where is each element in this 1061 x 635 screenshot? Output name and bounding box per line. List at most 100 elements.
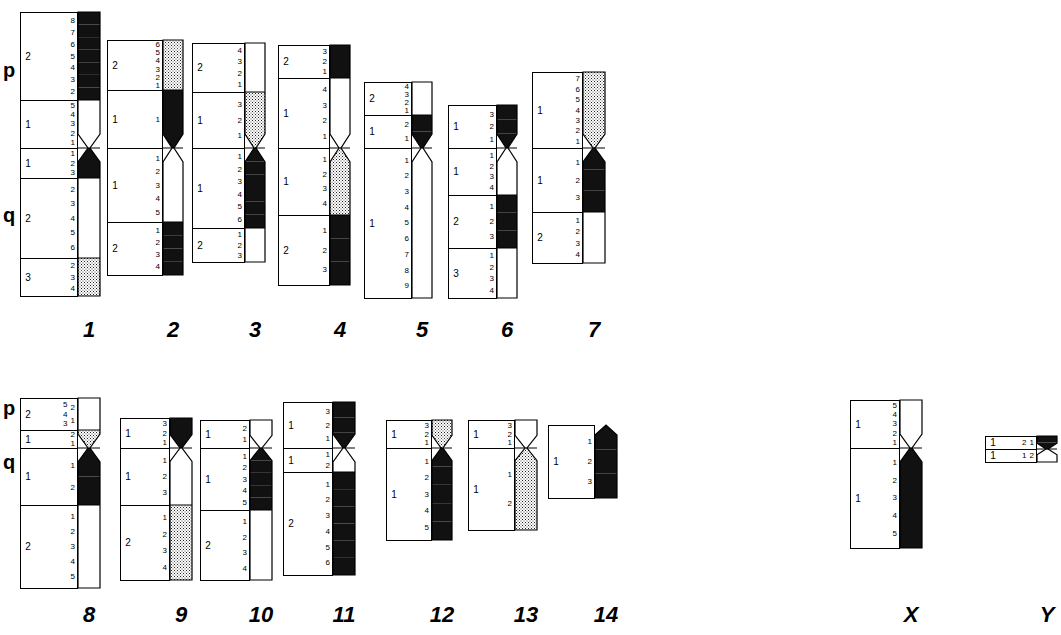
- chromosome-band: [250, 545, 272, 563]
- chromosome-band: [170, 505, 192, 524]
- chromosome-band: [583, 94, 605, 105]
- band-number: 2: [326, 422, 330, 430]
- band-number: 5: [326, 544, 330, 552]
- chromosome-band: [78, 12, 100, 25]
- band-number: 3: [323, 185, 327, 193]
- band-number: 1: [238, 153, 242, 161]
- band-number: 5: [893, 530, 897, 538]
- chromosome-band: [163, 82, 183, 90]
- band-number: 3: [238, 252, 242, 260]
- region-boundary: [78, 100, 100, 101]
- region-boundary: [250, 448, 272, 449]
- band-number: 2: [326, 496, 330, 504]
- chromosome-band: [900, 528, 922, 548]
- region-boundary: [78, 430, 100, 431]
- band-number: 4: [71, 64, 75, 72]
- band-number: 1: [576, 138, 580, 146]
- region-number: 1: [108, 149, 122, 222]
- region-number: 2: [279, 46, 293, 78]
- chromosome-outline: [78, 398, 100, 588]
- chromosome-band: [245, 148, 265, 161]
- band-number: 1: [1030, 439, 1034, 447]
- band-number: 1: [238, 132, 242, 140]
- chromosome-band: [330, 238, 350, 261]
- arm-label: p: [3, 398, 15, 418]
- band-column: 12345: [215, 449, 249, 510]
- chromosome-outline: [1037, 436, 1057, 462]
- band-number: 4: [243, 487, 247, 495]
- band-number: 2: [243, 534, 247, 542]
- band-number: 5: [71, 102, 75, 110]
- chromosome-band: [412, 90, 432, 98]
- chromosome-number: X: [904, 604, 919, 626]
- chromosome-band: [330, 78, 350, 96]
- band-column: 4321: [379, 83, 411, 115]
- band-number: 2: [323, 117, 327, 125]
- chromosome-band: [432, 466, 452, 484]
- chromosome-ideogram: [412, 82, 432, 298]
- chromosome-band: [497, 213, 517, 231]
- chromosome-band: [900, 488, 922, 508]
- band-column: 123: [207, 229, 244, 262]
- band-number: 4: [156, 57, 160, 65]
- band-number: 1: [71, 139, 75, 147]
- region-box: 112: [468, 448, 515, 531]
- band-number: 3: [156, 66, 160, 74]
- band-number: 3: [71, 543, 75, 551]
- chromosome-band: [595, 425, 617, 449]
- band-number: 2: [323, 171, 327, 179]
- region-boundary: [245, 92, 265, 93]
- region-box: 121: [985, 436, 1037, 449]
- band-column: 21: [379, 116, 411, 148]
- chromosome-band: [412, 115, 432, 132]
- band-column: 12: [1000, 450, 1036, 462]
- chromosome-ideogram: [245, 43, 265, 262]
- band-number: 2: [238, 166, 242, 174]
- chromosome-ideogram: [163, 40, 183, 275]
- region-number: 1: [533, 73, 547, 148]
- band-column: 321: [293, 46, 329, 78]
- chromosome-outline: [245, 43, 265, 262]
- chromosome-outline: [170, 418, 192, 580]
- region-number: 1: [986, 437, 1000, 449]
- chromosome-band: [163, 163, 183, 178]
- band-number: 6: [71, 244, 75, 252]
- chromosome-number: 5: [416, 319, 428, 341]
- band-number: 3: [893, 420, 897, 428]
- band-column: 21: [35, 431, 77, 448]
- region-boundary: [245, 228, 265, 229]
- chromosome-band: [515, 448, 537, 489]
- band-number: 1: [576, 159, 580, 167]
- band-number: 4: [490, 184, 494, 192]
- chromosome-band: [78, 158, 100, 168]
- chromosome-band: [330, 182, 350, 199]
- region-box: 112345: [850, 448, 900, 549]
- chromosome-band: [250, 460, 272, 472]
- chromosome-band: [330, 67, 350, 78]
- band-number: 4: [323, 200, 327, 208]
- chromosome-band: [333, 402, 355, 417]
- chromosome-outline: [900, 400, 922, 548]
- chromosome-band: [330, 198, 350, 215]
- chromosome-band: [163, 207, 183, 222]
- band-number: 1: [508, 471, 512, 479]
- band-number: 3: [323, 266, 327, 274]
- region-box: 154321: [20, 100, 78, 148]
- chromosome-band: [78, 242, 100, 258]
- region-box: 2123456: [283, 472, 333, 576]
- band-number: 1: [490, 203, 494, 211]
- band-stack: [497, 105, 517, 298]
- band-number: 3: [71, 76, 75, 84]
- region-boundary: [330, 148, 350, 149]
- chromosome-band: [78, 87, 100, 100]
- band-number: 1: [323, 227, 327, 235]
- region-boundary: [432, 448, 452, 449]
- region-boundary: [412, 148, 432, 149]
- band-number: 2: [508, 431, 512, 439]
- band-number: 4: [893, 411, 897, 419]
- region-box: 2123: [192, 228, 245, 263]
- band-number: 4: [323, 86, 327, 94]
- chromosome-band: [583, 250, 605, 263]
- band-number: 1: [238, 231, 242, 239]
